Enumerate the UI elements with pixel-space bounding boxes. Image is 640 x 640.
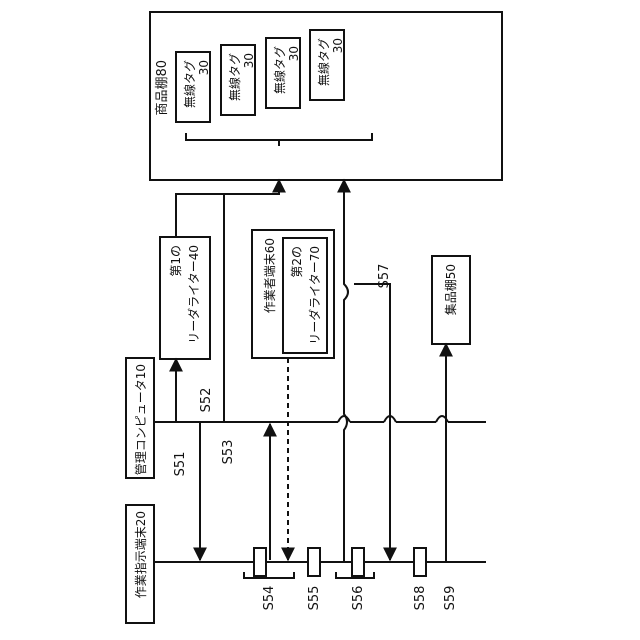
step-label-s58: S58 [413, 586, 428, 611]
collection-shelf-label: 集品棚50 [443, 264, 458, 315]
arrow-reader-to-shelf [176, 180, 279, 237]
worker-terminal-label: 作業者端末60 [263, 238, 277, 313]
step-label-s51: S51 [173, 452, 188, 477]
bracket-s54 [244, 572, 294, 578]
wireless-tag-label: 無線タグ [272, 46, 287, 94]
step-label-s59: S59 [443, 586, 458, 611]
arrow-s56 [344, 180, 348, 562]
management-computer-label: 管理コンピュータ10 [133, 364, 148, 475]
work-instruction-terminal-label: 作業指示端末20 [133, 511, 148, 598]
step-label-s54: S54 [262, 586, 277, 611]
second-reader-label-line2: リーダライター70 [307, 246, 322, 345]
step-label-s56: S56 [351, 586, 366, 611]
wireless-tag-number: 30 [331, 38, 345, 53]
first-reader-writer-box [160, 237, 210, 359]
process-marker-s55 [308, 548, 320, 576]
step-label-s55: S55 [307, 586, 322, 611]
step-label-s53: S53 [221, 440, 236, 465]
wireless-tag-label: 無線タグ [316, 38, 331, 86]
process-marker-s54 [254, 548, 266, 576]
product-shelf-label: 商品棚80 [155, 60, 170, 116]
step-label-s57: S57 [377, 264, 392, 289]
wireless-tag-3: 無線タグ 30 [266, 38, 301, 108]
wireless-tag-number: 30 [197, 60, 211, 75]
wireless-tag-1: 無線タグ 30 [176, 52, 211, 122]
wireless-tag-number: 30 [287, 46, 301, 61]
first-reader-label-line1: 第1の [169, 245, 183, 277]
wireless-tag-number: 30 [242, 53, 256, 68]
first-reader-label-line2: リーダライター40 [186, 245, 201, 344]
second-reader-label-line1: 第2の [290, 246, 304, 278]
wireless-tag-4: 無線タグ 30 [310, 30, 345, 100]
process-marker-s56 [352, 548, 364, 576]
wireless-tag-label: 無線タグ [182, 60, 197, 108]
wireless-tag-2: 無線タグ 30 [221, 45, 256, 115]
wireless-tag-label: 無線タグ [227, 53, 242, 101]
process-marker-s58 [414, 548, 426, 576]
step-label-s52: S52 [199, 388, 214, 413]
